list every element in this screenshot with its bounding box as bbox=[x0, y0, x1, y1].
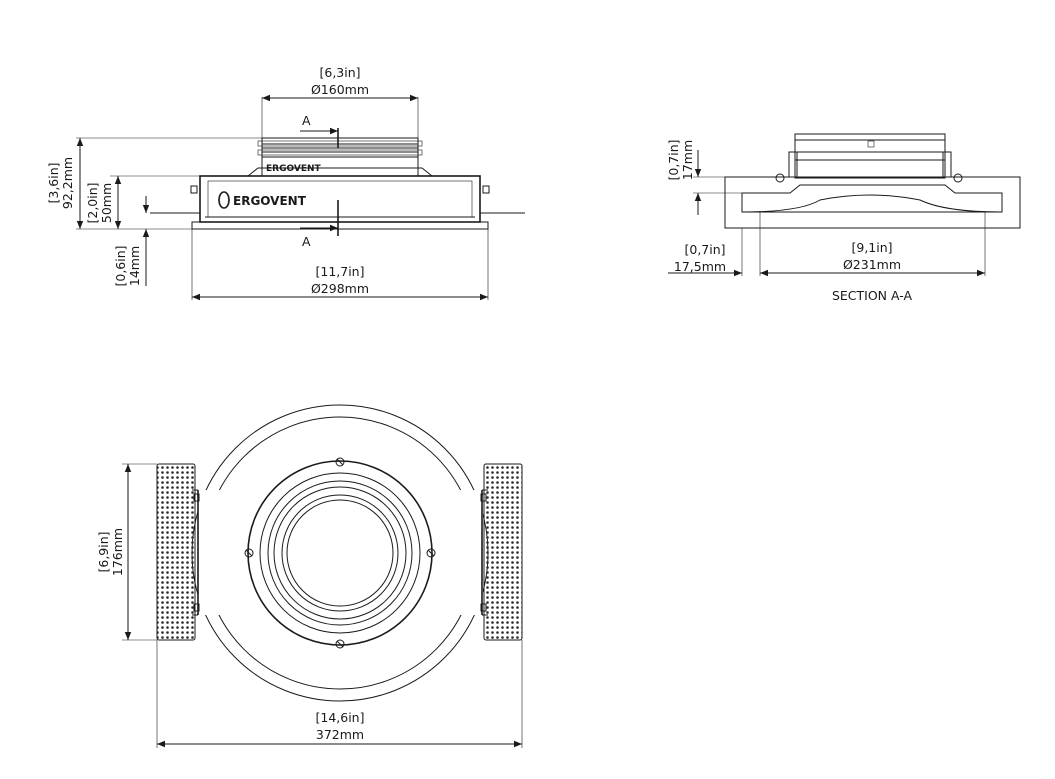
section-offset-mm: 17,5mm bbox=[674, 259, 726, 274]
right-grille bbox=[483, 463, 523, 641]
section-offset-in: [0,7in] bbox=[684, 242, 725, 257]
dim-top-width-in: [6,3in] bbox=[319, 65, 360, 80]
top-view: [6,9in] 176mm [14,6in] 372mm bbox=[96, 404, 523, 748]
section-inner-width-mm: Ø231mm bbox=[843, 257, 901, 272]
collar-brand: ERGOVENT bbox=[266, 164, 322, 174]
screw-icon bbox=[335, 639, 345, 649]
section-marker-top: A bbox=[302, 113, 311, 128]
top-height-mm: 176mm bbox=[110, 528, 125, 576]
dim-total-height-mm: 92,2mm bbox=[60, 157, 75, 209]
section-inner-width-in: [9,1in] bbox=[851, 240, 892, 255]
dim-top-width-mm: Ø160mm bbox=[311, 82, 369, 97]
dim-bottom-width-mm: Ø298mm bbox=[311, 281, 369, 296]
section-height-in: [0,7in] bbox=[666, 139, 681, 180]
section-marker-bottom: A bbox=[302, 234, 311, 249]
body-brand: ERGOVENT bbox=[233, 194, 307, 208]
dim-bottom-height-in: [0,6in] bbox=[113, 245, 128, 286]
section-view: [0,7in] 17mm [0,7in] 17,5mm [9,1in] Ø231… bbox=[666, 133, 1021, 303]
dim-bottom-height-mm: 14mm bbox=[127, 246, 142, 286]
section-slab bbox=[724, 176, 1021, 229]
dim-bottom-width-in: [11,7in] bbox=[316, 264, 365, 279]
top-width-in: [14,6in] bbox=[316, 710, 365, 725]
top-height-in: [6,9in] bbox=[96, 531, 111, 572]
dim-mid-height-in: [2,0in] bbox=[85, 182, 100, 223]
dim-mid-height-mm: 50mm bbox=[99, 183, 114, 223]
screw-icon bbox=[244, 548, 254, 558]
inner-plate bbox=[247, 460, 433, 646]
screw-icon bbox=[335, 457, 345, 467]
section-collar bbox=[794, 133, 946, 179]
dim-total-height-in: [3,6in] bbox=[46, 162, 61, 203]
side-view: ERGOVENT ERGOVENT A A [6,3in] Ø160mm bbox=[46, 65, 525, 301]
top-width-mm: 372mm bbox=[316, 727, 364, 742]
section-height-mm: 17mm bbox=[680, 140, 695, 180]
ergovent-logo-icon bbox=[218, 191, 230, 209]
section-caption: SECTION A-A bbox=[832, 288, 913, 303]
left-grille bbox=[156, 463, 196, 641]
screw-icon bbox=[426, 548, 436, 558]
